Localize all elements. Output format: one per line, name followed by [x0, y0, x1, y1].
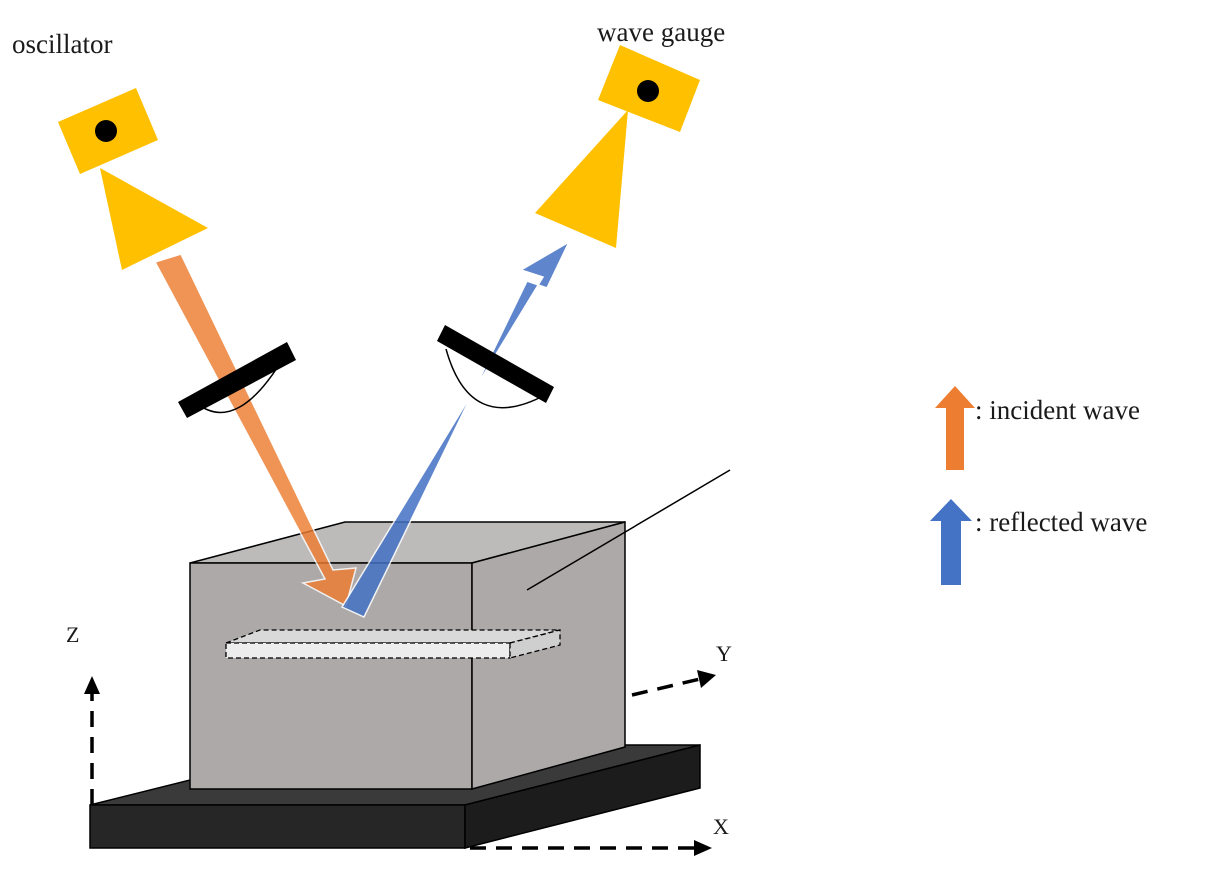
- defect-slab: [225, 629, 561, 659]
- oscillator-label: oscillator: [12, 29, 112, 59]
- wave-gauge-label: wave gauge: [597, 17, 725, 47]
- leader-line: [526, 469, 731, 591]
- axis-x: [470, 840, 712, 856]
- incident-wave-legend-label: : incident wave: [975, 395, 1140, 425]
- oscillator-center-dot: [95, 120, 117, 142]
- specimen-block: [189, 521, 626, 790]
- incident-wave-legend-icon: [935, 386, 975, 470]
- wave-gauge-center-dot: [637, 80, 659, 102]
- reflected-wave-beam: [340, 240, 571, 618]
- incident-wave-beam: [153, 253, 357, 608]
- wave-gauge-transducer: [535, 45, 700, 248]
- axis-z-label: Z: [66, 622, 79, 647]
- oscillator-angle-stage: [178, 342, 296, 418]
- legend: : incident wave : reflected wave: [930, 386, 1147, 585]
- axis-z: [84, 676, 100, 805]
- axis-x-label: X: [713, 814, 729, 839]
- axis-y: [631, 670, 716, 697]
- reflected-wave-legend-label: : reflected wave: [975, 507, 1147, 537]
- oscillator-transducer: [58, 88, 208, 270]
- reflected-wave-legend-icon: [930, 499, 972, 585]
- wave-gauge-angle-stage: [437, 325, 554, 409]
- axis-y-label: Y: [716, 641, 732, 666]
